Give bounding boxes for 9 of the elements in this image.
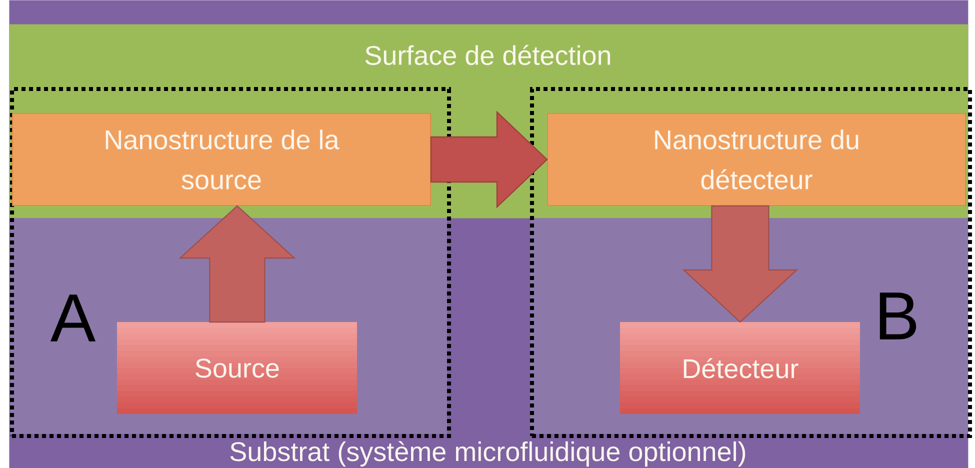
nanostructure-box: Nanostructure du détecteur (547, 113, 966, 206)
node-label: Détecteur (684, 358, 798, 378)
device-box: Détecteur (620, 322, 860, 414)
block-arrow (178, 205, 296, 323)
block-arrow (682, 205, 798, 323)
device-box: Source (117, 322, 357, 414)
nanostructure-box: Nanostructure de la source (12, 113, 431, 206)
node-label: Source (196, 358, 279, 378)
block-arrow (430, 110, 548, 208)
